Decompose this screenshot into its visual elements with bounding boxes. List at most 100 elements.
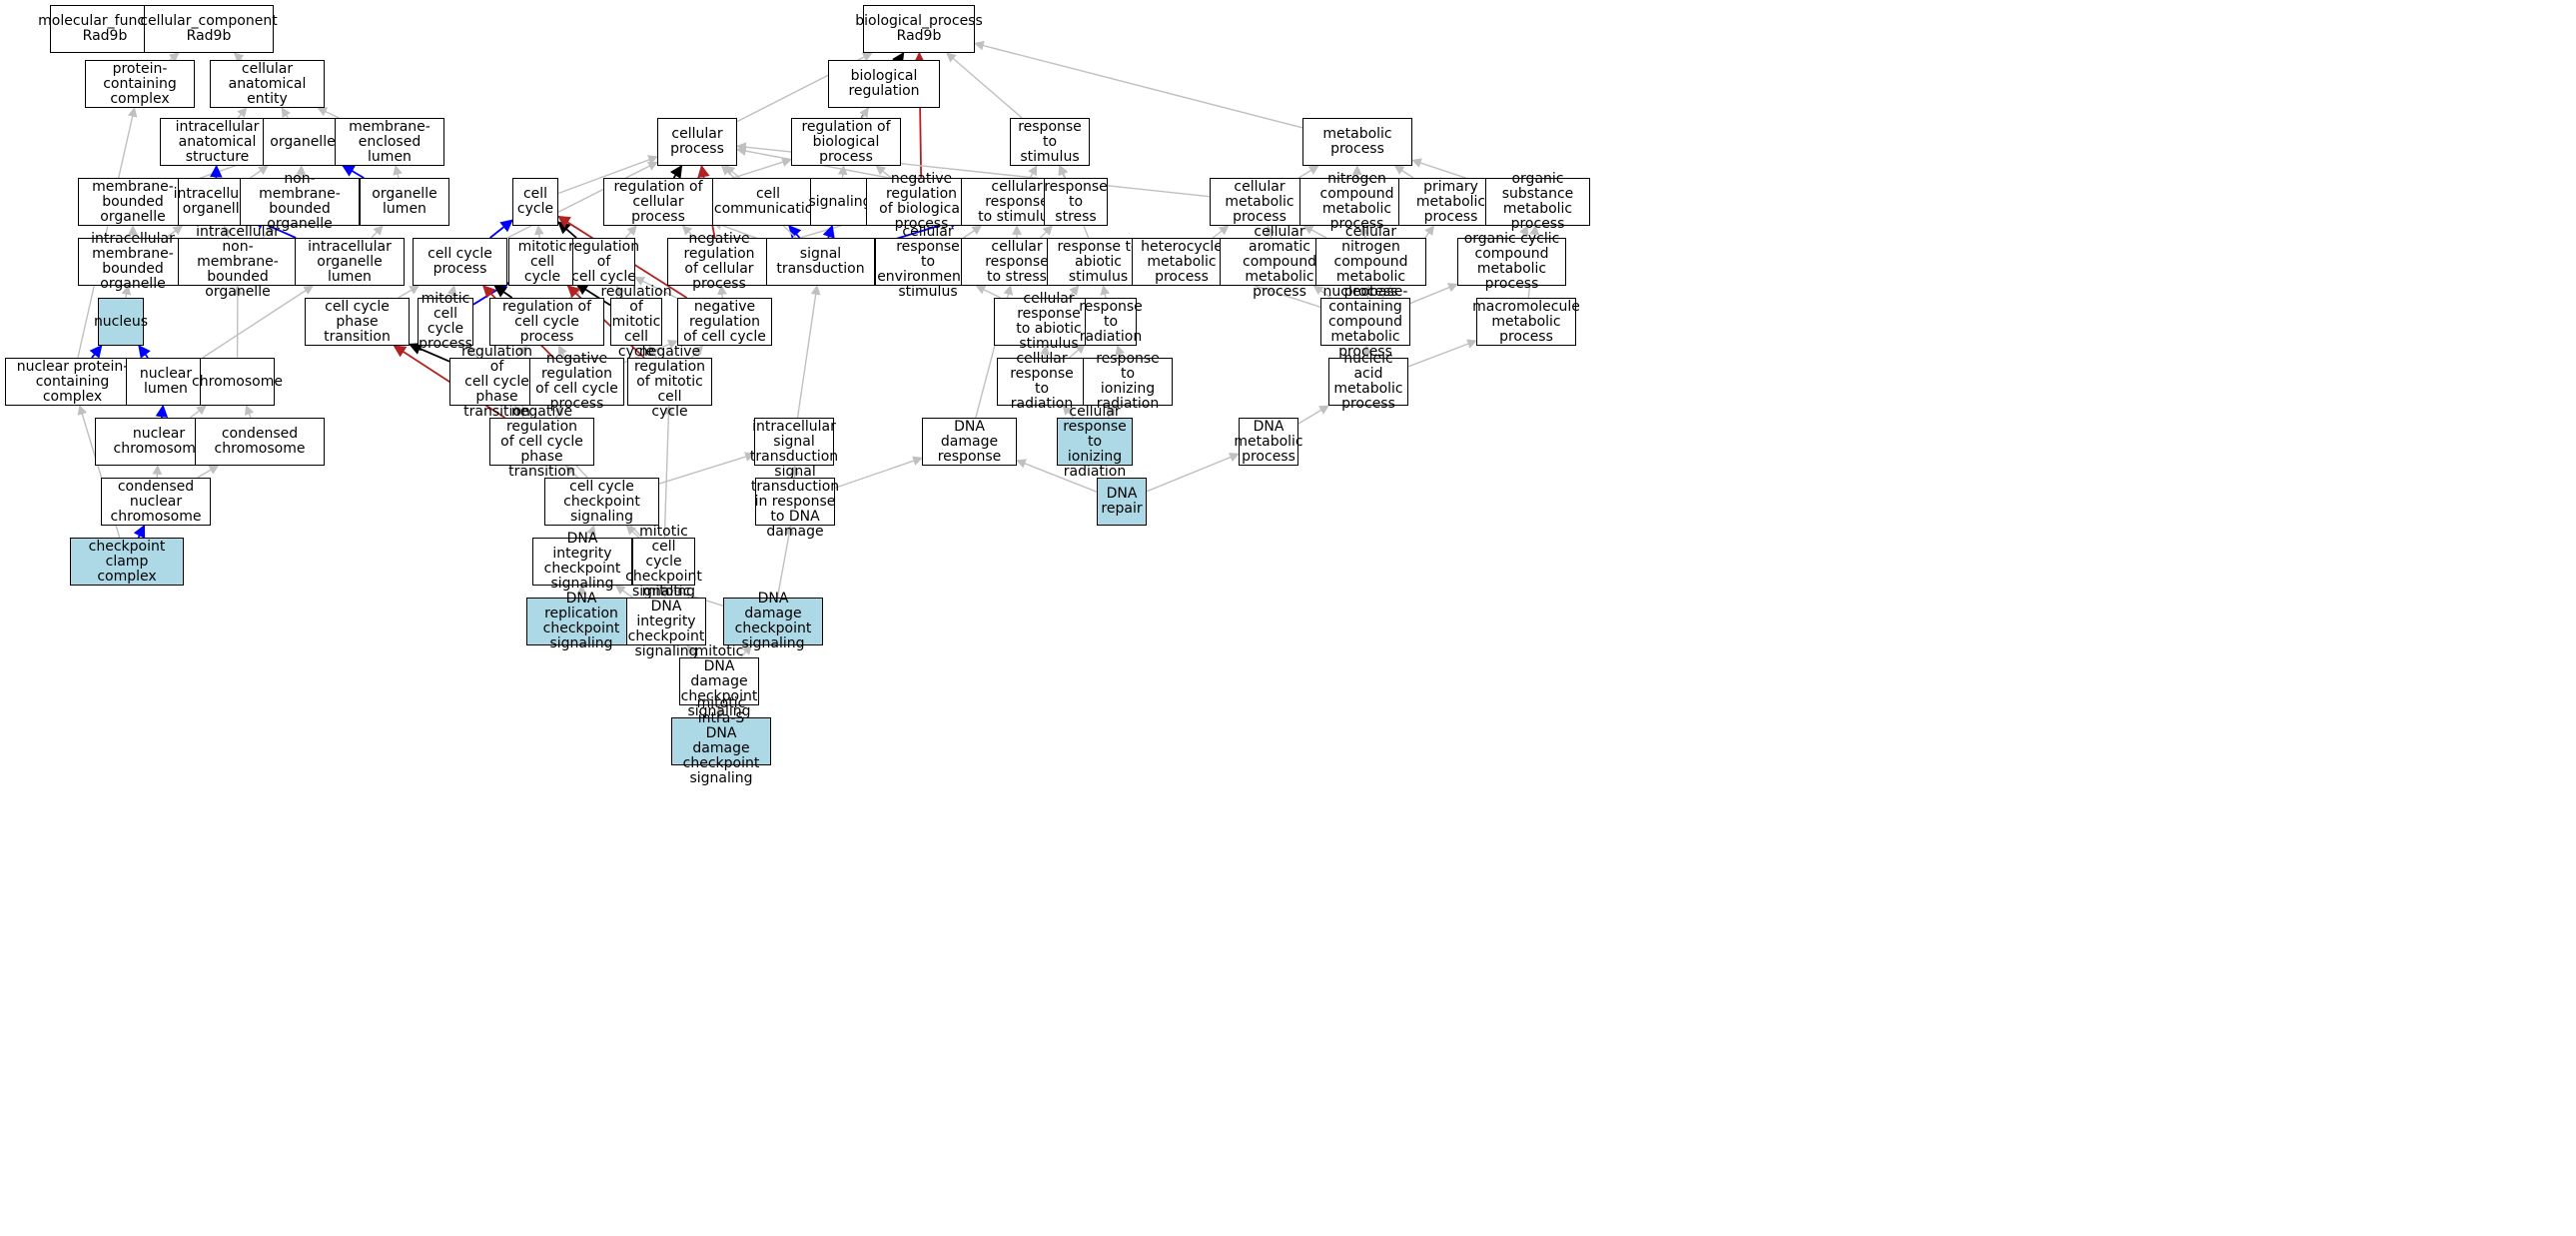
edge-is-a-cacmp-to-cmp [1266,225,1276,239]
node-dnamp: DNA metabolic process [1234,418,1303,466]
edge-part-of-nchr-to-nl [155,404,169,419]
node-nrmcc: negative regulation of mitotic cell cycl… [627,344,712,419]
node-mbo: membrane-bounded organelle [78,178,188,226]
edge-is-a-ddcs-to-stdd [776,525,794,599]
edge-is-a-crtir-to-rtir [1106,405,1116,419]
edge-is-a-nbcmp-to-occmp [1409,283,1458,305]
edge-is-a-cccs-to-nrccpt [564,465,578,479]
node-drcs: DNA replication checkpoint signaling [526,592,636,651]
node-nrbp: negative regulation of biological proces… [866,172,977,232]
node-ias: intracellular anatomical structure [160,118,275,166]
node-cmp: cellular metabolic process [1210,178,1309,226]
node-cyc: cell cycle [512,178,558,226]
node-mmp: macromolecule metabolic process [1472,298,1580,346]
edge-is-a-imbo-to-io [165,225,184,239]
node-cnchr: condensed nuclear chromosome [101,478,211,526]
edge-part-of-ccp-to-cyc [489,219,513,239]
node-rcc: regulation of cell cycle [567,238,640,286]
edge-part-of-st-to-ccom [788,225,802,239]
node-mccp: mitotic cell cycle process [418,291,473,352]
edge-is-a-dnar-to-dnamp [1146,453,1240,493]
node-sig: signaling [808,178,872,226]
node-crtir: cellular response to ionizing radiation [1057,404,1133,479]
node-ccp: cell cycle process [413,238,507,286]
node-ol: organelle lumen [360,178,449,226]
edge-is-a-crs-to-rts [1028,165,1038,179]
edge-is-a-namp-to-mmp [1407,339,1477,368]
edge-is-a-nuc-to-imbo [121,285,132,299]
node-rtir: response to ionizing radiation [1083,352,1173,412]
edge-is-a-cnchr-to-nchr [152,465,163,479]
edge-is-a-crtir-to-crtr [1062,405,1075,419]
node-stdd: signal transduction in response to DNA d… [750,464,840,540]
edge-is-a-inmbo-to-io [223,225,233,239]
edge-is-a-cyc-to-cp [557,155,658,195]
node-nl: nuclear lumen [126,358,206,406]
edge-is-a-cnchr-to-cchr [197,465,220,479]
edge-is-a-io-to-org [250,165,269,179]
edge-is-a-cncmp-to-ncmp [1359,225,1369,239]
node-cp: cellular process [657,118,737,166]
edge-is-a-org-to-cae [281,107,291,119]
edge-part-of-npcc-to-nuc [89,345,103,359]
node-cncmp: cellular nitrogen compound metabolic pro… [1315,224,1426,299]
node-cc: cellular_component Rad9b [140,5,278,53]
edge-is-a-occmp-to-osmp [1519,225,1529,239]
edge-regulates-rmcc-to-mcc [574,282,611,307]
edge-is-a-nrmcc-to-nrcc [690,345,704,359]
edge-is-a-nmbo-to-org [296,165,307,179]
node-mcccs: mitotic cell cycle checkpoint signaling [625,523,702,600]
edge-is-a-iol-to-ol [371,225,384,239]
edge-is-a-crtas-to-crtes [975,285,1001,299]
edge-is-a-mdics-to-dics [614,585,633,599]
node-rccpt: regulation of cell cycle phase transitio… [449,344,544,419]
edge-part-of-nl-to-nuc [138,344,151,359]
node-chr: chromosome [192,358,283,406]
edge-is-a-mel-to-cae [317,107,340,119]
edge-is-a-nl-to-iol [202,285,315,359]
node-nuc: nucleus [94,298,148,346]
edge-part-of-ccc-to-cnchr [133,524,146,539]
node-imbo: intracellular membrane-bounded organelle [78,232,188,292]
edge-is-a-nrcc-to-rcc [634,276,678,300]
node-cchr: condensed chromosome [195,418,325,466]
node-rmcc: regulation of mitotic cell cycle [600,283,672,359]
node-nrcc: negative regulation of cell cycle [677,298,772,346]
edge-is-a-crtas-to-ras [1068,285,1080,299]
node-mdics: mitotic DNA integrity checkpoint signali… [626,583,706,659]
edge-is-a-hmp-to-cmp [1212,225,1230,239]
edge-is-a-cncmp-to-cmp [1302,225,1327,239]
edge-regulates-rccpt-to-ccpt [408,343,450,363]
node-occmp: organic cyclic compound metabolic proces… [1457,232,1566,292]
edge-is-a-npcc-to-pcc [77,107,138,359]
edge-is-a-rts-to-bp [946,52,1023,119]
node-inmbo: intracellular non-membrane-bounded organ… [178,224,298,299]
edge-is-a-dnar-to-ddr [1016,459,1098,493]
node-st: signal transduction [766,238,875,286]
edge-part-of-ol-to-org [341,164,365,179]
node-nmbo: non-membrane-bounded organelle [240,172,360,232]
node-mcc: mitotic cell cycle [508,238,576,286]
edge-regulates-rccp-to-ccp [493,285,513,299]
node-breg: biological regulation [828,60,940,108]
edge-regulates-rcp-to-cp [669,164,683,179]
edge-is-a-ist-to-st [796,285,821,419]
node-ddcs: DNA damage checkpoint signaling [723,592,823,651]
node-misddcs: mitotic intra-S DNA damage checkpoint si… [671,696,771,786]
edge-is-a-nrccp-to-rccp [557,345,567,359]
node-rbp: regulation of biological process [791,118,901,166]
edge-is-a-rtir-to-rtr [1115,345,1125,359]
edge-is-a-nrbp-to-rbp [875,165,892,179]
edge-is-a-rcc-to-rcp [624,225,637,239]
edge-part-of-st-to-sig [822,224,835,239]
node-dnar: DNA repair [1097,478,1147,526]
edge-is-a-crtr-to-crtas [1040,345,1051,359]
edge-is-a-cccs-to-ist [658,452,755,485]
node-nbcmp: nucleobase-containing compound metabolic… [1320,284,1410,359]
edge-is-a-nbcmp-to-cncmp [1362,285,1373,299]
edge-is-a-pmp-to-mp [1393,165,1414,179]
edge-is-a-mcc-to-cyc [533,225,544,239]
edge-is-a-dnamp-to-namp [1297,405,1329,425]
edge-is-a-nrccpt-to-rccpt [513,405,525,419]
